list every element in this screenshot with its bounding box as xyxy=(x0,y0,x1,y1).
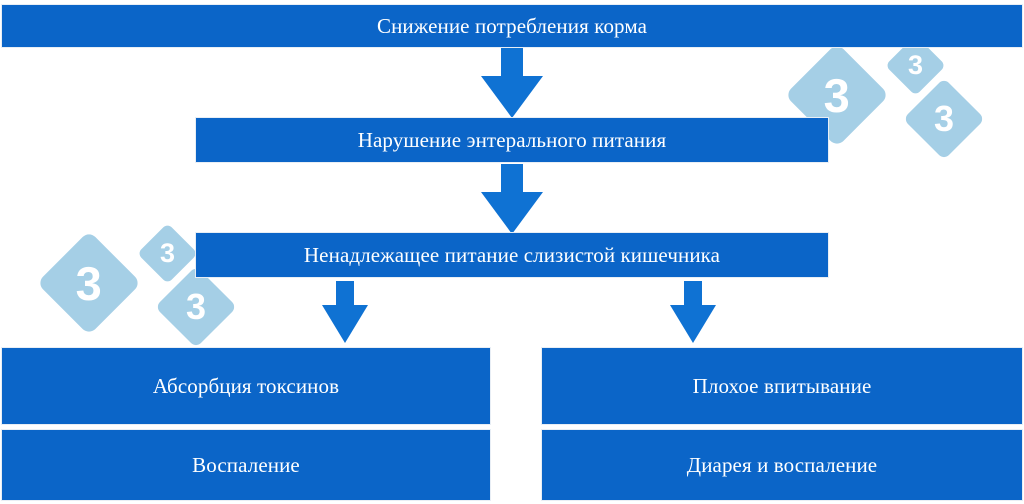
node-diarrhea-and-inflammation: Диарея и воспаление xyxy=(542,430,1022,500)
node-reduced-feed-intake: Снижение потребления корма xyxy=(2,5,1022,47)
node-label: Нарушение энтерального питания xyxy=(357,127,667,152)
watermark-digit: 3 xyxy=(933,98,955,139)
watermark-digit: 3 xyxy=(907,50,924,80)
node-inflammation: Воспаление xyxy=(2,430,490,500)
arrow-shaft xyxy=(501,164,523,192)
watermark-diamond-medium-icon: 3 xyxy=(154,265,238,349)
arrow-down-mucosa-to-absorption-icon xyxy=(670,281,716,343)
watermark-diamond-small-icon: 3 xyxy=(137,223,198,284)
arrow-head xyxy=(481,192,543,234)
node-label: Воспаление xyxy=(192,452,300,477)
node-impaired-enteral-nutrition: Нарушение энтерального питания xyxy=(196,118,828,162)
arrow-shaft xyxy=(501,48,523,76)
arrow-head xyxy=(322,305,368,343)
watermark-diamond-large-icon: 3 xyxy=(36,230,142,336)
watermark-digit: 3 xyxy=(823,68,851,122)
node-inadequate-mucosal-nutrition: Ненадлежащее питание слизистой кишечника xyxy=(196,233,828,277)
watermark-digit: 3 xyxy=(75,256,103,310)
watermark-digit: 3 xyxy=(159,238,176,268)
watermark-digit: 3 xyxy=(185,286,207,327)
node-label: Снижение потребления корма xyxy=(376,13,648,38)
arrow-down-enteral-to-mucosa-icon xyxy=(481,164,543,234)
arrow-head xyxy=(481,76,543,118)
arrow-down-feed-to-enteral-icon xyxy=(481,48,543,118)
arrow-shaft xyxy=(336,281,354,305)
watermark-diamond-medium-icon: 3 xyxy=(902,77,986,161)
node-label: Абсорбция токсинов xyxy=(152,373,340,398)
arrow-shaft xyxy=(684,281,702,305)
arrow-down-mucosa-to-toxins-icon xyxy=(322,281,368,343)
node-label: Ненадлежащее питание слизистой кишечника xyxy=(303,242,721,267)
node-label: Плохое впитывание xyxy=(692,373,872,398)
node-toxin-absorption: Абсорбция токсинов xyxy=(2,348,490,424)
node-poor-absorption: Плохое впитывание xyxy=(542,348,1022,424)
node-label: Диарея и воспаление xyxy=(686,452,878,477)
arrow-head xyxy=(670,305,716,343)
